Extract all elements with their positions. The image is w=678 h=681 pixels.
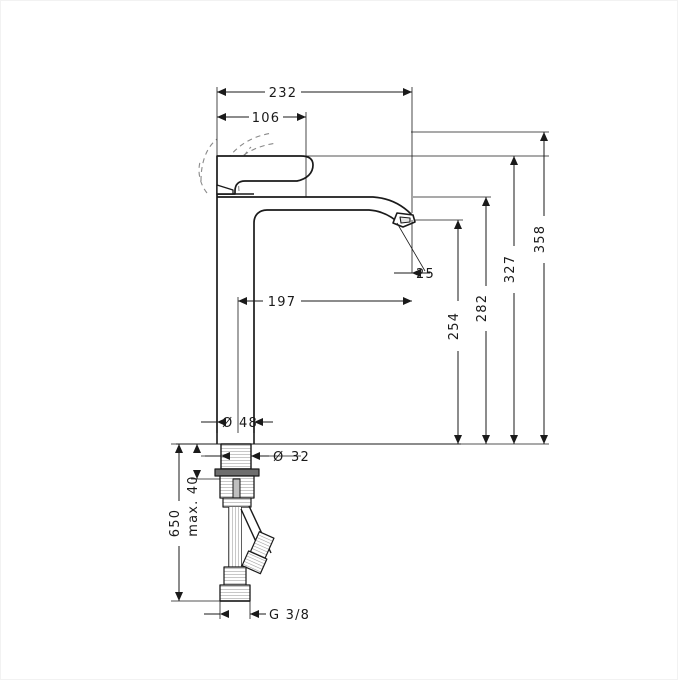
hose-coupler <box>223 566 247 586</box>
label-max-40: max. 40 <box>186 475 201 537</box>
label-650: 650 <box>168 509 183 537</box>
label-232: 232 <box>269 86 297 101</box>
spout-top-profile <box>217 196 412 218</box>
spout-lower-profile <box>253 209 402 433</box>
aerator-insert <box>399 216 411 224</box>
fixing-nut <box>222 497 252 508</box>
hose-end-nut <box>219 584 251 602</box>
handle-lever <box>216 155 314 195</box>
label-g38: G 3/8 <box>269 608 310 623</box>
label-diameter-32-symbol: Ø <box>273 450 284 465</box>
product-outline <box>176 132 461 602</box>
label-diameter-48-symbol: Ø <box>222 416 233 431</box>
fixing-screw <box>232 478 241 499</box>
vertical-dimensions <box>175 132 548 601</box>
horizontal-dimensions <box>201 88 412 618</box>
dimension-25 <box>394 220 430 277</box>
label-358: 358 <box>533 225 548 253</box>
label-282: 282 <box>475 294 490 322</box>
label-327: 327 <box>503 255 518 283</box>
branch-hose-fitting <box>241 531 275 575</box>
dimension-labels: 232 106 197 Ø 48 Ø 32 G 3/8 25 254 282 3… <box>168 86 548 623</box>
supply-hose-sleeve <box>229 507 241 567</box>
label-diameter-48: 48 <box>239 416 258 431</box>
label-197: 197 <box>268 295 296 310</box>
label-diameter-32: 32 <box>291 450 310 465</box>
label-254: 254 <box>447 312 462 340</box>
label-106: 106 <box>252 111 280 126</box>
base-collar <box>220 443 252 470</box>
label-25: 25 <box>416 267 435 282</box>
mounting-flange <box>214 468 260 477</box>
